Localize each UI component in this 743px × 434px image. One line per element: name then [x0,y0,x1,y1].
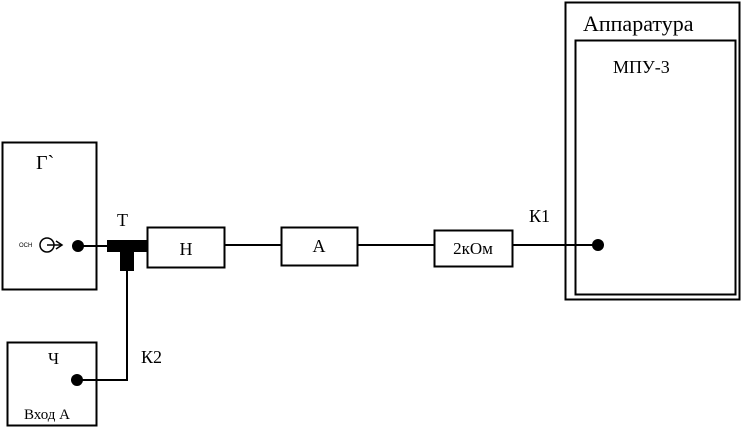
block-a-label: А [313,236,326,256]
block-h-label: Н [180,239,193,259]
cable-k1-label: К1 [529,206,550,226]
counter-unit: Ч Вход А [6,341,98,427]
cable-k2 [77,271,128,381]
apparatus-unit: Аппаратура МПУ-3 [564,1,741,301]
mpu-label: МПУ-3 [613,57,670,77]
block-a-box [280,226,359,267]
counter-terminal [71,374,83,386]
block-h-box [146,226,226,269]
block-h: Н [146,226,226,269]
counter-box [6,341,98,427]
tee-connector: Т [78,210,147,271]
tee-label: Т [117,210,128,230]
apparatus-outer-box [564,1,741,301]
output-connector-icon [39,237,64,253]
block-a: А [280,226,359,267]
apparatus-title: Аппаратура [583,11,694,36]
generator-box [1,141,98,291]
cable-k2-label: К2 [141,347,162,367]
apparatus-inner-box [574,39,737,296]
counter-label: Ч [48,349,59,368]
resistor-block: 2кОм [433,229,514,268]
resistor-box [433,229,514,268]
counter-input-label: Вход А [24,407,70,423]
tee-vertical-stem [120,240,134,271]
generator-unit: Г` ОСН [1,141,98,291]
resistor-label: 2кОм [453,239,493,258]
generator-output-label: ОСН [19,243,32,249]
generator-label: Г` [36,152,54,174]
